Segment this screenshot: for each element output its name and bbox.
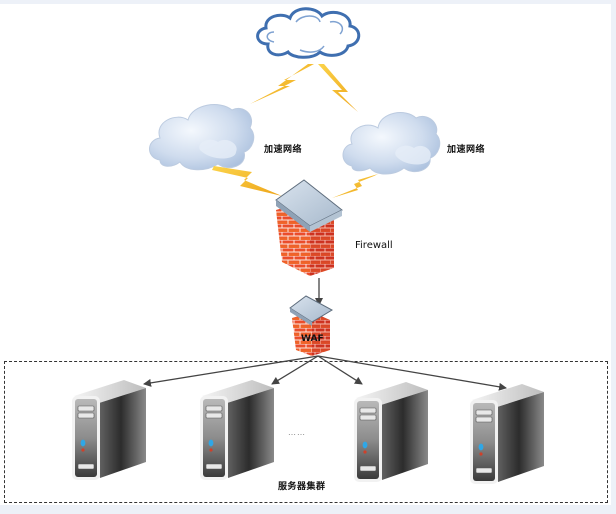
server-cluster-label: 服务器集群 bbox=[278, 482, 326, 492]
top-border bbox=[0, 0, 616, 4]
server-tower-icon bbox=[470, 384, 544, 484]
server-tower-icon bbox=[354, 382, 428, 482]
edge-waf-server-4 bbox=[317, 355, 507, 391]
lightning-icon bbox=[212, 166, 282, 196]
waf-server-edges bbox=[143, 355, 507, 391]
firewall-icon bbox=[275, 179, 343, 276]
lightning-icon bbox=[318, 64, 358, 112]
internet-cloud-icon bbox=[256, 7, 361, 59]
bottom-border bbox=[0, 505, 616, 514]
acceleration-network-cloud-icon bbox=[342, 112, 441, 175]
lightning-icon bbox=[250, 64, 314, 104]
accel-network-label-left: 加速网络 bbox=[264, 145, 303, 155]
edge-waf-server-3 bbox=[317, 355, 363, 385]
waf-icon bbox=[289, 295, 334, 356]
firewall-label: Firewall bbox=[355, 240, 393, 251]
more-servers-ellipsis: …… bbox=[288, 428, 306, 437]
right-border bbox=[611, 0, 616, 514]
lightning-icon bbox=[332, 174, 378, 198]
waf-label: WAF bbox=[301, 334, 324, 344]
accel-network-label-right: 加速网络 bbox=[447, 145, 486, 155]
acceleration-network-cloud-icon bbox=[149, 104, 255, 171]
server-cluster-group bbox=[4, 361, 608, 503]
server-tower-icon bbox=[200, 380, 274, 480]
edge-waf-server-1 bbox=[143, 355, 319, 387]
server-tower-icon bbox=[72, 380, 146, 480]
edge-waf-server-2 bbox=[271, 355, 319, 385]
